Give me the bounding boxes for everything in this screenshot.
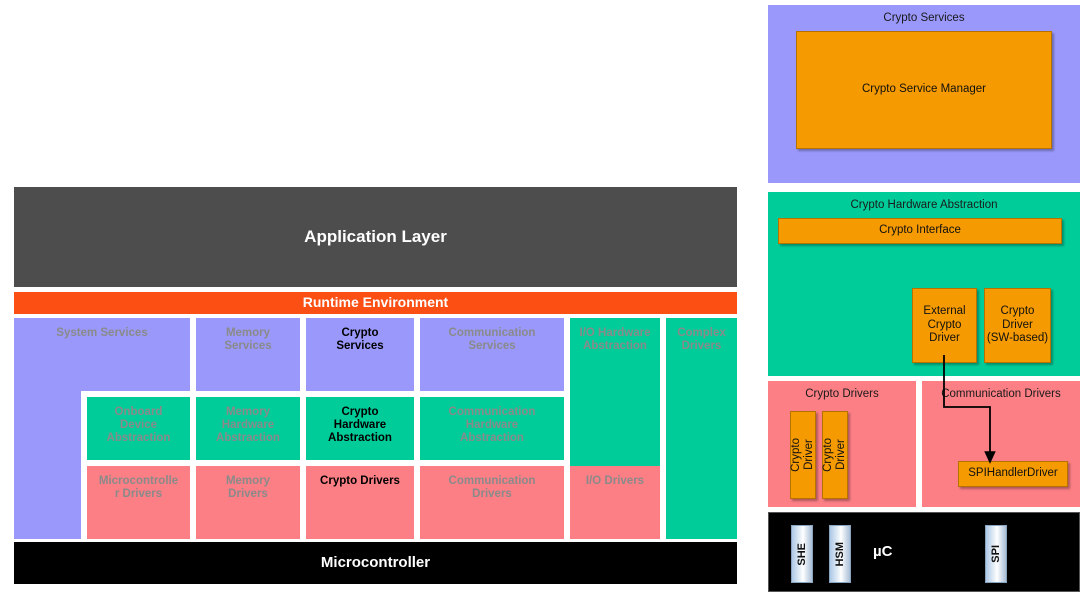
block-io-hardware-abstraction-label: I/O Hardware Abstraction xyxy=(579,327,651,352)
block-crypto-hardware-abstraction: Crypto Hardware Abstraction xyxy=(306,397,414,460)
block-onboard-device-abstraction-label: Onboard Device Abstraction xyxy=(106,406,171,444)
group-crypto-hardware-abstraction: Crypto Hardware Abstraction Crypto Inter… xyxy=(768,192,1080,376)
block-system-services-label: System Services xyxy=(56,327,148,339)
microcontroller-layer-block: Microcontroller xyxy=(14,542,737,584)
peripheral-she-label: SHE xyxy=(796,542,808,566)
group-crypto-drivers-title: Crypto Drivers xyxy=(805,388,879,400)
application-layer-block: Application Layer xyxy=(14,187,737,287)
peripheral-hsm-label: HSM xyxy=(834,541,846,567)
peripheral-spi-block[interactable]: SPI xyxy=(985,525,1007,583)
external-crypto-driver-block[interactable]: External Crypto Driver xyxy=(912,288,977,363)
crypto-driver-block-2[interactable]: Crypto Driver xyxy=(822,411,848,499)
block-communication-services: Communication Services xyxy=(420,318,564,391)
block-communication-hardware-abstraction-label: Communication Hardware Abstraction xyxy=(448,406,536,444)
block-communication-services-label: Communication Services xyxy=(448,327,536,352)
spi-handler-driver-block[interactable]: SPIHandlerDriver xyxy=(958,461,1068,487)
runtime-environment-block: Runtime Environment xyxy=(14,292,737,314)
block-system-services: System Services xyxy=(14,318,190,391)
crypto-interface-label: Crypto Interface xyxy=(879,224,961,237)
block-memory-hardware-abstraction: Memory Hardware Abstraction xyxy=(196,397,300,460)
group-crypto-hardware-abstraction-title: Crypto Hardware Abstraction xyxy=(850,199,998,211)
block-complex-drivers: Complex Drivers xyxy=(666,318,737,539)
block-microcontroller-drivers: Microcontrolle r Drivers xyxy=(87,466,190,539)
block-io-drivers: I/O Drivers xyxy=(570,466,660,539)
block-complex-drivers-label: Complex Drivers xyxy=(677,327,726,352)
block-memory-drivers-label: Memory Drivers xyxy=(225,475,271,500)
peripheral-hsm-block[interactable]: HSM xyxy=(829,525,851,583)
group-communication-drivers: Communication Drivers SPIHandlerDriver xyxy=(922,381,1080,507)
peripheral-spi-label: SPI xyxy=(990,545,1002,563)
crypto-driver-sw-based-block[interactable]: Crypto Driver (SW-based) xyxy=(984,288,1051,363)
spi-handler-driver-label: SPIHandlerDriver xyxy=(968,467,1058,480)
crypto-service-manager-block[interactable]: Crypto Service Manager xyxy=(796,31,1052,149)
crypto-service-manager-label: Crypto Service Manager xyxy=(862,83,986,96)
block-system-services-extension xyxy=(14,391,81,539)
peripheral-she-block[interactable]: SHE xyxy=(791,525,813,583)
crypto-stack-detail: Crypto Services Crypto Service Manager C… xyxy=(768,0,1080,597)
crypto-driver-block-2-label: Crypto Driver xyxy=(821,438,847,472)
external-crypto-driver-label: External Crypto Driver xyxy=(923,305,966,345)
crypto-interface-block[interactable]: Crypto Interface xyxy=(778,218,1062,244)
block-crypto-hardware-abstraction-label: Crypto Hardware Abstraction xyxy=(328,406,392,444)
group-microcontroller: SHE HSM SPI µC xyxy=(768,512,1080,592)
group-crypto-services-title: Crypto Services xyxy=(883,12,965,24)
block-io-hardware-abstraction: I/O Hardware Abstraction xyxy=(570,318,660,466)
block-crypto-drivers-label: Crypto Drivers xyxy=(320,475,400,487)
block-memory-drivers: Memory Drivers xyxy=(196,466,300,539)
group-communication-drivers-title: Communication Drivers xyxy=(941,388,1061,400)
crypto-driver-block-1-label: Crypto Driver xyxy=(789,438,815,472)
crypto-driver-sw-based-label: Crypto Driver (SW-based) xyxy=(986,305,1049,345)
block-memory-services: Memory Services xyxy=(196,318,300,391)
microcontroller-uc-label: µC xyxy=(873,543,893,560)
block-io-drivers-label: I/O Drivers xyxy=(585,475,645,487)
block-crypto-drivers: Crypto Drivers xyxy=(306,466,414,539)
microcontroller-layer-label: Microcontroller xyxy=(320,553,431,571)
block-communication-drivers: Communication Drivers xyxy=(420,466,564,539)
block-communication-drivers-label: Communication Drivers xyxy=(448,475,536,500)
group-crypto-services: Crypto Services Crypto Service Manager xyxy=(768,5,1080,183)
runtime-environment-label: Runtime Environment xyxy=(302,294,449,311)
group-crypto-drivers: Crypto Drivers Crypto Driver Crypto Driv… xyxy=(768,381,916,507)
block-memory-hardware-abstraction-label: Memory Hardware Abstraction xyxy=(216,406,280,444)
block-crypto-services: Crypto Services xyxy=(306,318,414,391)
crypto-driver-block-1[interactable]: Crypto Driver xyxy=(790,411,816,499)
application-layer-label: Application Layer xyxy=(304,227,447,247)
block-onboard-device-abstraction: Onboard Device Abstraction xyxy=(87,397,190,460)
block-memory-services-label: Memory Services xyxy=(224,327,272,352)
autosar-layered-architecture: Application Layer Runtime Environment Sy… xyxy=(14,187,737,584)
block-crypto-services-label: Crypto Services xyxy=(336,327,384,352)
block-communication-hardware-abstraction: Communication Hardware Abstraction xyxy=(420,397,564,460)
block-microcontroller-drivers-label: Microcontrolle r Drivers xyxy=(98,475,179,500)
